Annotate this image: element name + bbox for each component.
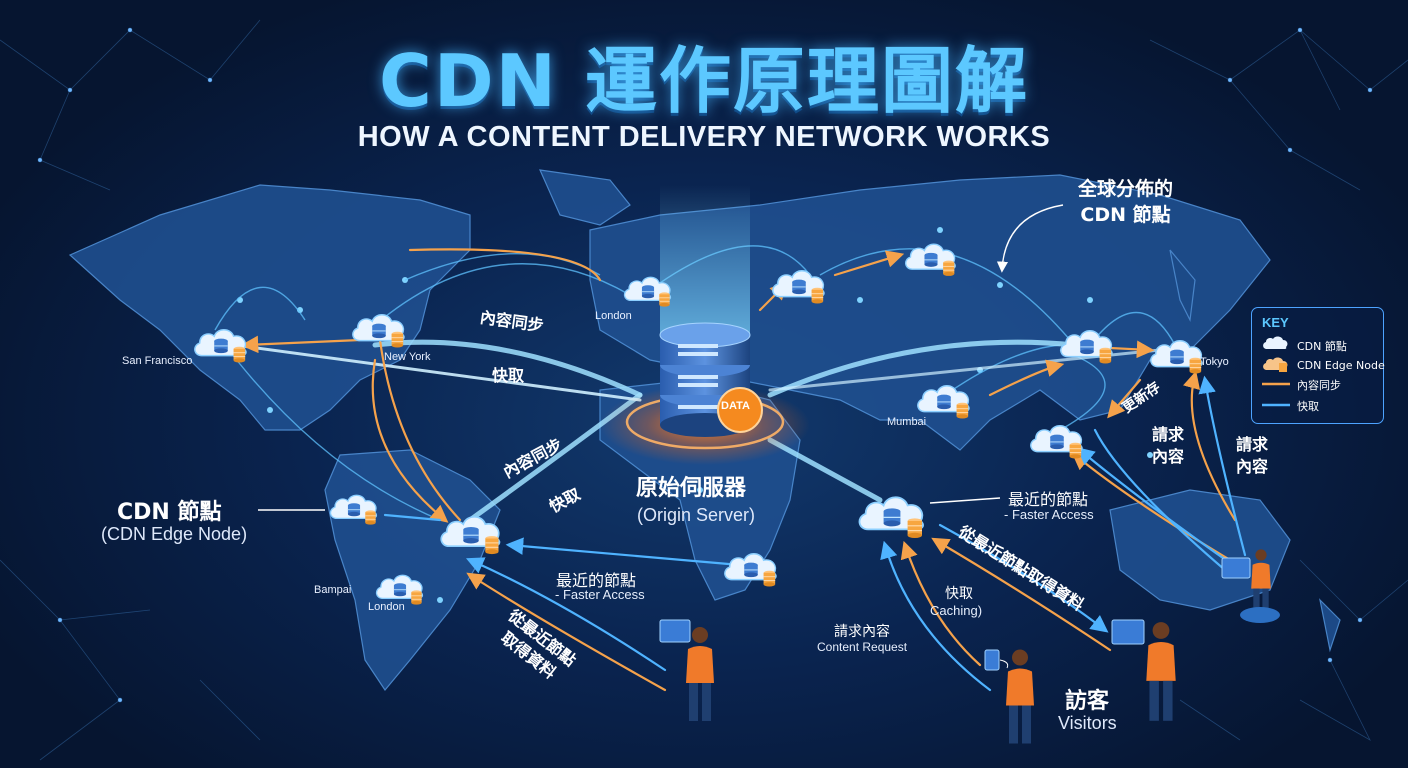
legend-sync-line [1262,382,1290,386]
label-global-nodes-line1: 全球分佈的 [1078,178,1174,200]
legend-fetch-line [1262,403,1290,407]
data-badge: DATA [721,400,750,412]
legend-box: KEY CDN 節點 CDN Edge Node 內容同步 快取 [1251,307,1385,424]
cdn-node-se-asia [1030,424,1083,460]
origin-server-label-en: (Origin Server) [637,505,756,525]
page-subtitle: HOW A CONTENT DELIVERY NETWORK WORKS [357,121,1051,153]
label-request-content-en: Content Request [817,640,908,654]
legend-item-fetch: 快取 [1297,400,1319,413]
page-title: CDN 運作原理圖解 [379,39,1029,123]
legend-item-sync: 內容同步 [1297,379,1341,392]
label-visitors-en: Visitors [1058,713,1117,733]
city-tokyo: Tokyo [1200,356,1229,368]
label-request-content: 請求內容 [834,624,890,640]
cdn-node-nearest [858,496,924,539]
legend-database-icon [1263,357,1288,372]
legend-cloud-icon [1263,336,1288,349]
label-cdn-node: CDN 節點 [117,500,222,525]
label-nearest-left-en: - Faster Access [555,587,645,602]
city-london-bottom: London [368,601,405,613]
fetch-arrows [383,375,1247,692]
label-cdn-node-en: (CDN Edge Node) [101,524,248,544]
visitor-figures [659,549,1280,744]
sync-arrows [240,248,1237,692]
city-mumbai: Mumbai [887,416,927,428]
visitor-man-center [1006,649,1034,744]
label-cache: 快取 [945,586,973,602]
label-nearest-right: 最近的節點 [1008,490,1089,509]
origin-server-label: 原始伺服器 [636,476,747,501]
label-visitors: 訪客 [1065,689,1110,714]
legend-item-cdn-node: CDN 節點 [1297,340,1347,353]
pointer-lines [258,204,1064,511]
city-bampai: Bampai [314,584,352,596]
label-global-nodes-line2: CDN 節點 [1080,204,1171,226]
city-london-top: London [595,310,632,322]
legend-item-edge-node: CDN Edge Node [1297,359,1385,372]
label-nearest-right-en: - Faster Access [1004,507,1094,522]
origin-server-graphic [659,322,763,437]
label-request-1: 請求 內容 [1152,425,1185,466]
visitor-man-right [1146,622,1176,721]
legend-title: KEY [1262,315,1289,330]
label-fetch-top: 快取 [492,366,525,385]
label-nearest-left: 最近的節點 [556,571,637,590]
city-san-francisco: San Francisco [122,355,193,367]
constellation-background [0,19,1408,761]
city-new-york: New York [384,351,431,363]
origin-beams [233,339,1162,523]
label-cache-en: Caching) [930,603,983,618]
label-global-nodes: 全球分佈的 CDN 節點 [1078,176,1173,228]
label-request-2: 請求 內容 [1236,435,1269,476]
